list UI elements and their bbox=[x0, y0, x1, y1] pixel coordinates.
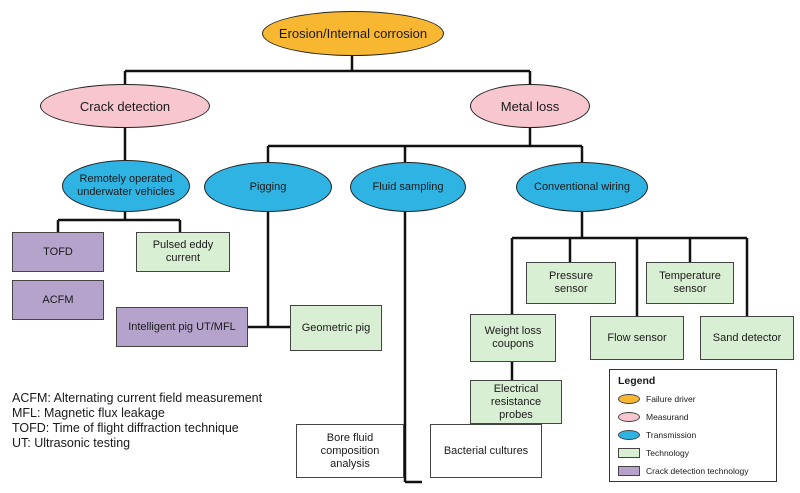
node-pulsed-eddy-current: Pulsed eddy current bbox=[136, 232, 230, 272]
node-pressure-sensor: Pressure sensor bbox=[526, 262, 616, 304]
legend-swatch bbox=[618, 448, 640, 458]
node-flow-sensor: Flow sensor bbox=[590, 316, 684, 360]
node-erosion-internal-corrosion: Erosion/Internal corrosion bbox=[262, 11, 444, 56]
legend-item-measurand: Measurand bbox=[618, 408, 768, 426]
node-fluid-sampling: Fluid sampling bbox=[350, 162, 466, 212]
legend-label: Technology bbox=[646, 448, 690, 458]
node-temperature-sensor: Temperature sensor bbox=[646, 262, 734, 304]
legend-swatch bbox=[618, 466, 640, 476]
legend-item-failure-driver: Failure driver bbox=[618, 390, 768, 408]
node-weight-loss-coupons: Weight loss coupons bbox=[470, 314, 556, 362]
legend: Legend Failure driver Measurand Transmis… bbox=[609, 369, 777, 482]
node-bacterial-cultures: Bacterial cultures bbox=[430, 424, 542, 478]
legend-title: Legend bbox=[618, 375, 656, 387]
abbreviation-tofd: TOFD: Time of flight diffraction techniq… bbox=[12, 421, 239, 435]
abbreviation-mfl: MFL: Magnetic flux leakage bbox=[12, 406, 165, 420]
node-conventional-wiring: Conventional wiring bbox=[516, 162, 648, 212]
legend-swatch bbox=[618, 412, 640, 422]
abbreviation-acfm: ACFM: Alternating current field measurem… bbox=[12, 391, 263, 405]
legend-item-crack-detection-technology: Crack detection technology bbox=[618, 462, 768, 480]
legend-swatch bbox=[618, 430, 640, 440]
node-bore-fluid-composition: Bore fluid composition analysis bbox=[296, 424, 404, 478]
legend-label: Transmission bbox=[646, 430, 697, 440]
node-remotely-operated-vehicles: Remotely operated underwater vehicles bbox=[62, 160, 190, 212]
legend-label: Measurand bbox=[646, 412, 689, 422]
node-electrical-resistance-probes: Electrical resistance probes bbox=[470, 380, 562, 424]
legend-swatch bbox=[618, 394, 640, 404]
node-sand-detector: Sand detector bbox=[700, 316, 794, 360]
node-acfm: ACFM bbox=[12, 280, 104, 320]
legend-label: Failure driver bbox=[646, 394, 696, 404]
node-crack-detection: Crack detection bbox=[40, 84, 210, 128]
node-tofd: TOFD bbox=[12, 232, 104, 272]
legend-item-technology: Technology bbox=[618, 444, 768, 462]
node-intelligent-pig: Intelligent pig UT/MFL bbox=[116, 307, 248, 347]
abbreviation-ut: UT: Ultrasonic testing bbox=[12, 436, 131, 450]
legend-item-transmission: Transmission bbox=[618, 426, 768, 444]
node-pigging: Pigging bbox=[204, 162, 332, 212]
node-geometric-pig: Geometric pig bbox=[290, 305, 382, 351]
legend-label: Crack detection technology bbox=[646, 466, 749, 476]
node-metal-loss: Metal loss bbox=[470, 84, 590, 128]
abbreviations-list: ACFM: Alternating current field measurem… bbox=[12, 391, 262, 451]
